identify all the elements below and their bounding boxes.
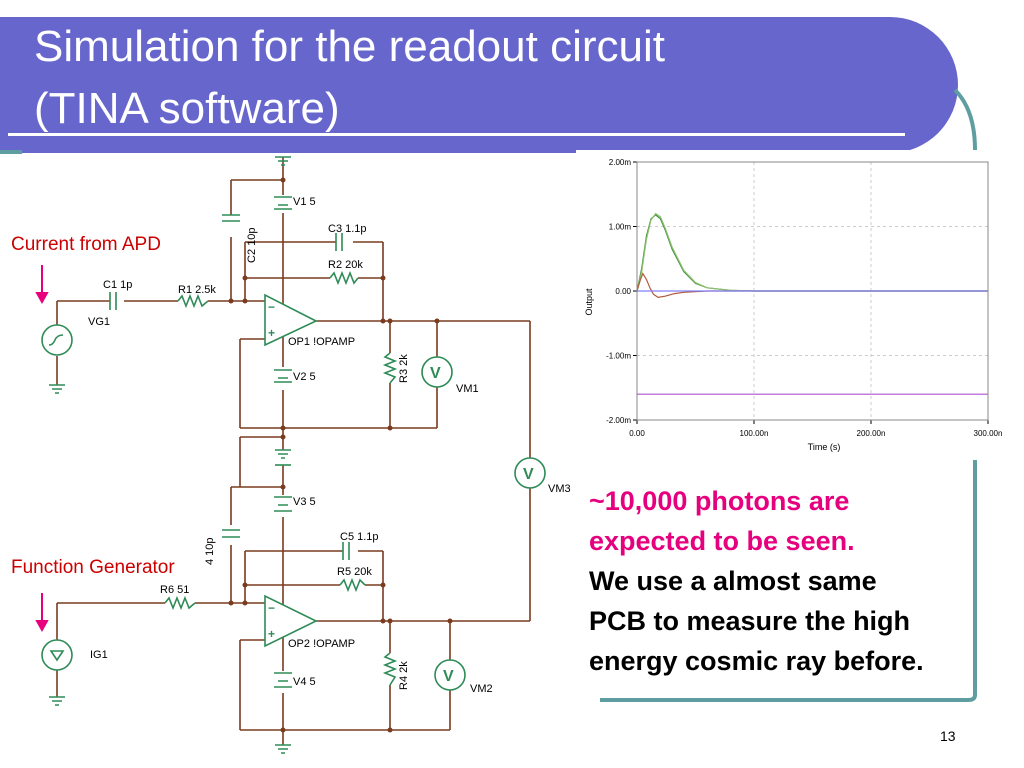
note-line-2: expected to be seen.	[589, 526, 855, 556]
op2-minus: −	[268, 601, 275, 615]
label-v2: V2 5	[293, 371, 316, 383]
note-line-1: ~10,000 photons are	[589, 486, 850, 516]
op2-plus: +	[268, 627, 275, 641]
label-c4: 4 10p	[204, 537, 216, 565]
chart-x-tick-label: 200.00n	[857, 429, 886, 438]
label-r3: R3 2k	[398, 354, 410, 383]
label-v1: V1 5	[293, 196, 316, 208]
note-line-5: energy cosmic ray before.	[589, 646, 924, 676]
output-chart: 0.00 100.00n 200.00n 300.00n 2.00m 1.00m 0.00 -…	[576, 150, 1024, 456]
label-r4: R4 2k	[398, 661, 410, 690]
annotation-function-generator: Function Generator	[11, 557, 175, 578]
label-op1: OP1 !OPAMP	[288, 336, 355, 348]
label-c3: C3 1.1p	[328, 223, 367, 235]
label-v4: V4 5	[293, 676, 316, 688]
chart-y-axis-label: Output	[584, 288, 594, 316]
chart-x-axis-label: Time (s)	[808, 442, 841, 452]
label-c1: C1 1p	[103, 279, 132, 291]
label-vm2: VM2	[470, 683, 493, 695]
slide-title-line-2: (TINA software)	[34, 84, 340, 133]
label-op2: OP2 !OPAMP	[288, 638, 355, 650]
circuit-components	[41, 156, 546, 754]
chart-plot-area	[636, 161, 989, 421]
chart-y-tick-label: -2.00m	[606, 416, 631, 425]
label-r5: R5 20k	[337, 566, 372, 578]
chart-y-tick-label: 2.00m	[609, 158, 632, 167]
vm1-v-glyph: V	[430, 365, 441, 382]
label-ig1: IG1	[90, 649, 108, 661]
label-vg1: VG1	[88, 316, 110, 328]
circuit-schematic: V1 5 C2 10p C3 1.1p R2 20k C1 1p R1 2.5k…	[35, 156, 571, 754]
chart-axes: 0.00 100.00n 200.00n 300.00n 2.00m 1.00m 0.00 -…	[606, 158, 1002, 438]
chart-x-tick-label: 100.00n	[740, 429, 769, 438]
label-c5: C5 1.1p	[340, 531, 379, 543]
slide-title-line-1: Simulation for the readout circuit	[34, 22, 665, 71]
label-r1: R1 2.5k	[178, 284, 216, 296]
circuit-junctions	[228, 177, 453, 733]
slide-number: 13	[940, 728, 956, 744]
chart-y-tick-label: 1.00m	[609, 223, 632, 232]
title-bar	[0, 17, 958, 153]
annotation-arrows	[35, 265, 49, 633]
label-vm3: VM3	[548, 483, 571, 495]
chart-series	[636, 212, 988, 395]
vm2-v-glyph: V	[443, 668, 454, 685]
label-c2: C2 10p	[246, 228, 258, 263]
op1-minus: −	[268, 300, 275, 314]
circuit-labels: V1 5 C2 10p C3 1.1p R2 20k C1 1p R1 2.5k…	[88, 196, 571, 695]
chart-y-tick-label: 0.00	[615, 287, 631, 296]
chart-x-tick-label: 0.00	[629, 429, 645, 438]
chart-y-tick-label: -1.00m	[606, 352, 631, 361]
label-r2: R2 20k	[328, 259, 363, 271]
label-r6: R6 51	[160, 584, 189, 596]
vm3-v-glyph: V	[523, 466, 534, 483]
circuit-glyphs: V V V − + − +	[268, 300, 534, 685]
label-v3: V3 5	[293, 496, 316, 508]
label-vm1: VM1	[456, 383, 479, 395]
note-line-3: We use a almost same	[589, 566, 877, 596]
title-underline	[8, 133, 905, 136]
note-line-4: PCB to measure the high	[589, 606, 911, 636]
op1-plus: +	[268, 326, 275, 340]
annotation-current-from-apd: Current from APD	[11, 234, 161, 255]
chart-x-tick-label: 300.00n	[974, 429, 1003, 438]
